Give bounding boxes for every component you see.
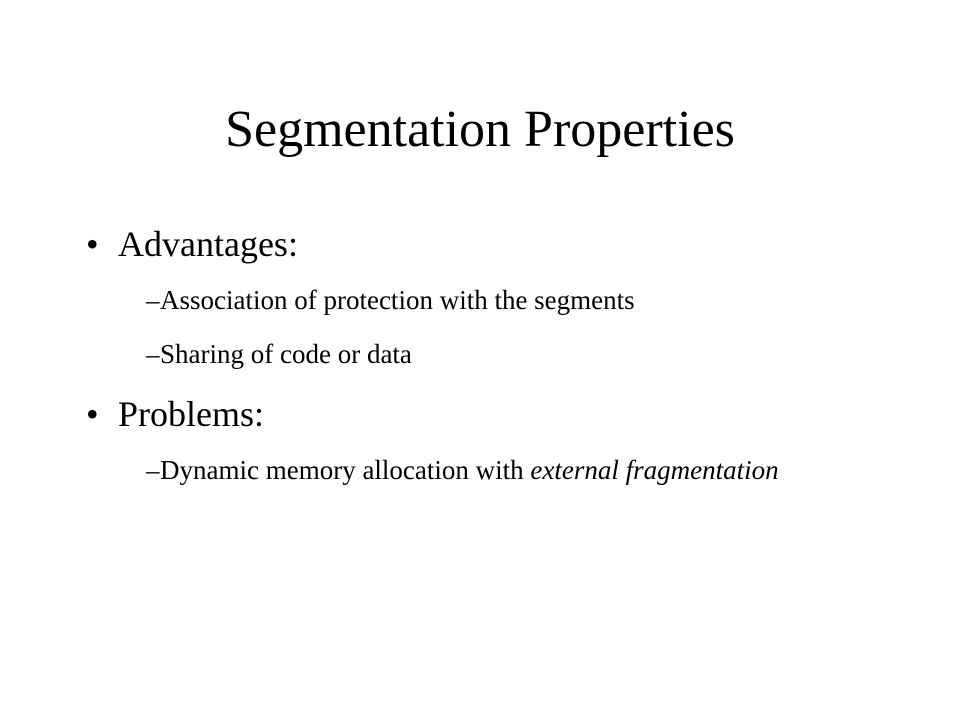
sub-item-dynamic-allocation: – Dynamic memory allocation with externa…	[146, 454, 826, 486]
sub-item-text: Association of protection with the segme…	[160, 285, 635, 315]
sub-item-sharing: – Sharing of code or data	[146, 338, 846, 370]
sub-item-protection: – Association of protection with the seg…	[146, 284, 846, 316]
bullet-advantages: • Advantages:	[86, 222, 298, 266]
bullet-mark: •	[86, 394, 99, 434]
dash-mark: –	[146, 339, 160, 369]
dash-mark: –	[146, 285, 160, 315]
bullet-heading-problems: Problems:	[118, 394, 265, 434]
dash-mark: –	[146, 455, 160, 485]
sub-item-emphasis: external fragmentation	[530, 455, 779, 485]
bullet-problems: • Problems:	[86, 392, 264, 436]
bullet-mark: •	[86, 224, 99, 264]
sub-item-text: Sharing of code or data	[160, 339, 412, 369]
sub-item-text: Dynamic memory allocation with	[160, 455, 531, 485]
sub-item-text-wrap: Dynamic memory allocation with external …	[160, 454, 826, 486]
slide-title: Segmentation Properties	[225, 101, 735, 158]
bullet-heading-advantages: Advantages:	[118, 224, 298, 264]
